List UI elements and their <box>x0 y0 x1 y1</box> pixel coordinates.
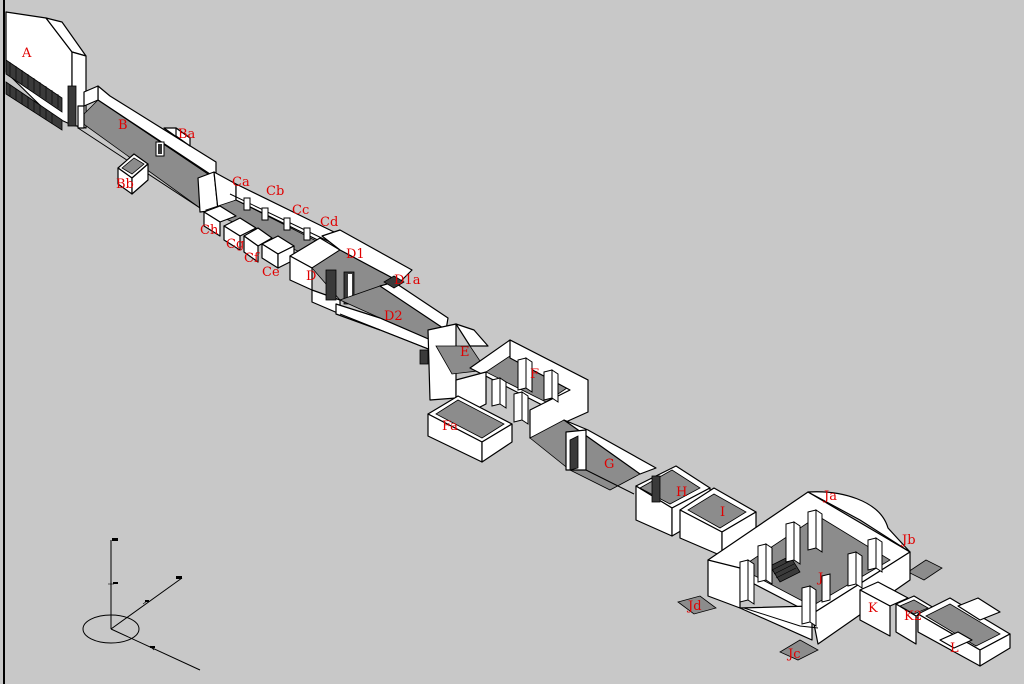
label-ch: Ch <box>200 223 219 238</box>
label-d1a: D1a <box>394 273 421 288</box>
label-jc: Jc <box>786 647 801 662</box>
label-d2: D2 <box>384 309 403 324</box>
label-cd: Cd <box>320 215 338 230</box>
label-l: L <box>950 641 959 656</box>
rooms-k-l <box>859 581 1011 667</box>
room-e <box>419 323 489 401</box>
hall-j-stairs <box>769 555 801 583</box>
label-jd: Jd <box>686 599 702 614</box>
pillars-f <box>491 357 559 425</box>
label-bb: Bb <box>116 177 134 192</box>
hall-j <box>677 491 943 661</box>
axis-gizmo-icon <box>82 538 201 671</box>
label-ja: Ja <box>822 489 837 504</box>
passage-d1a <box>383 275 405 289</box>
corridor-a <box>5 11 87 131</box>
label-ce: Ce <box>262 265 280 280</box>
label-ca: Ca <box>232 175 250 190</box>
label-cg: Cg <box>226 237 244 252</box>
label-fa: Fa <box>442 419 458 434</box>
label-cb: Cb <box>266 184 284 199</box>
label-f: F <box>530 367 539 382</box>
corridor-b <box>77 85 217 209</box>
label-k2: K2 <box>904 609 922 624</box>
label-cc: Cc <box>292 203 309 218</box>
pillars-j <box>739 509 883 627</box>
label-ba: Ba <box>178 127 196 142</box>
room-ba <box>163 127 191 147</box>
label-k: K <box>868 601 878 616</box>
room-fa <box>427 395 513 463</box>
room-labels: A B Ba Bb Ca Cb Cc Cd Ce Cf Cg Ch D D1 D… <box>21 46 959 662</box>
label-b: B <box>118 118 128 133</box>
label-jb: Jb <box>900 533 916 548</box>
label-j: J <box>816 571 823 586</box>
label-d: D <box>306 269 316 284</box>
corridor-g <box>529 419 657 495</box>
room-f <box>455 339 589 439</box>
label-g: G <box>604 457 614 472</box>
label-e: E <box>460 345 470 360</box>
label-d1: D1 <box>346 247 365 262</box>
room-bb <box>117 153 149 195</box>
label-cf: Cf <box>244 251 260 266</box>
entrance-stairs <box>5 59 63 131</box>
label-a: A <box>21 46 32 61</box>
label-i: I <box>720 505 725 520</box>
label-h: H <box>676 485 687 500</box>
